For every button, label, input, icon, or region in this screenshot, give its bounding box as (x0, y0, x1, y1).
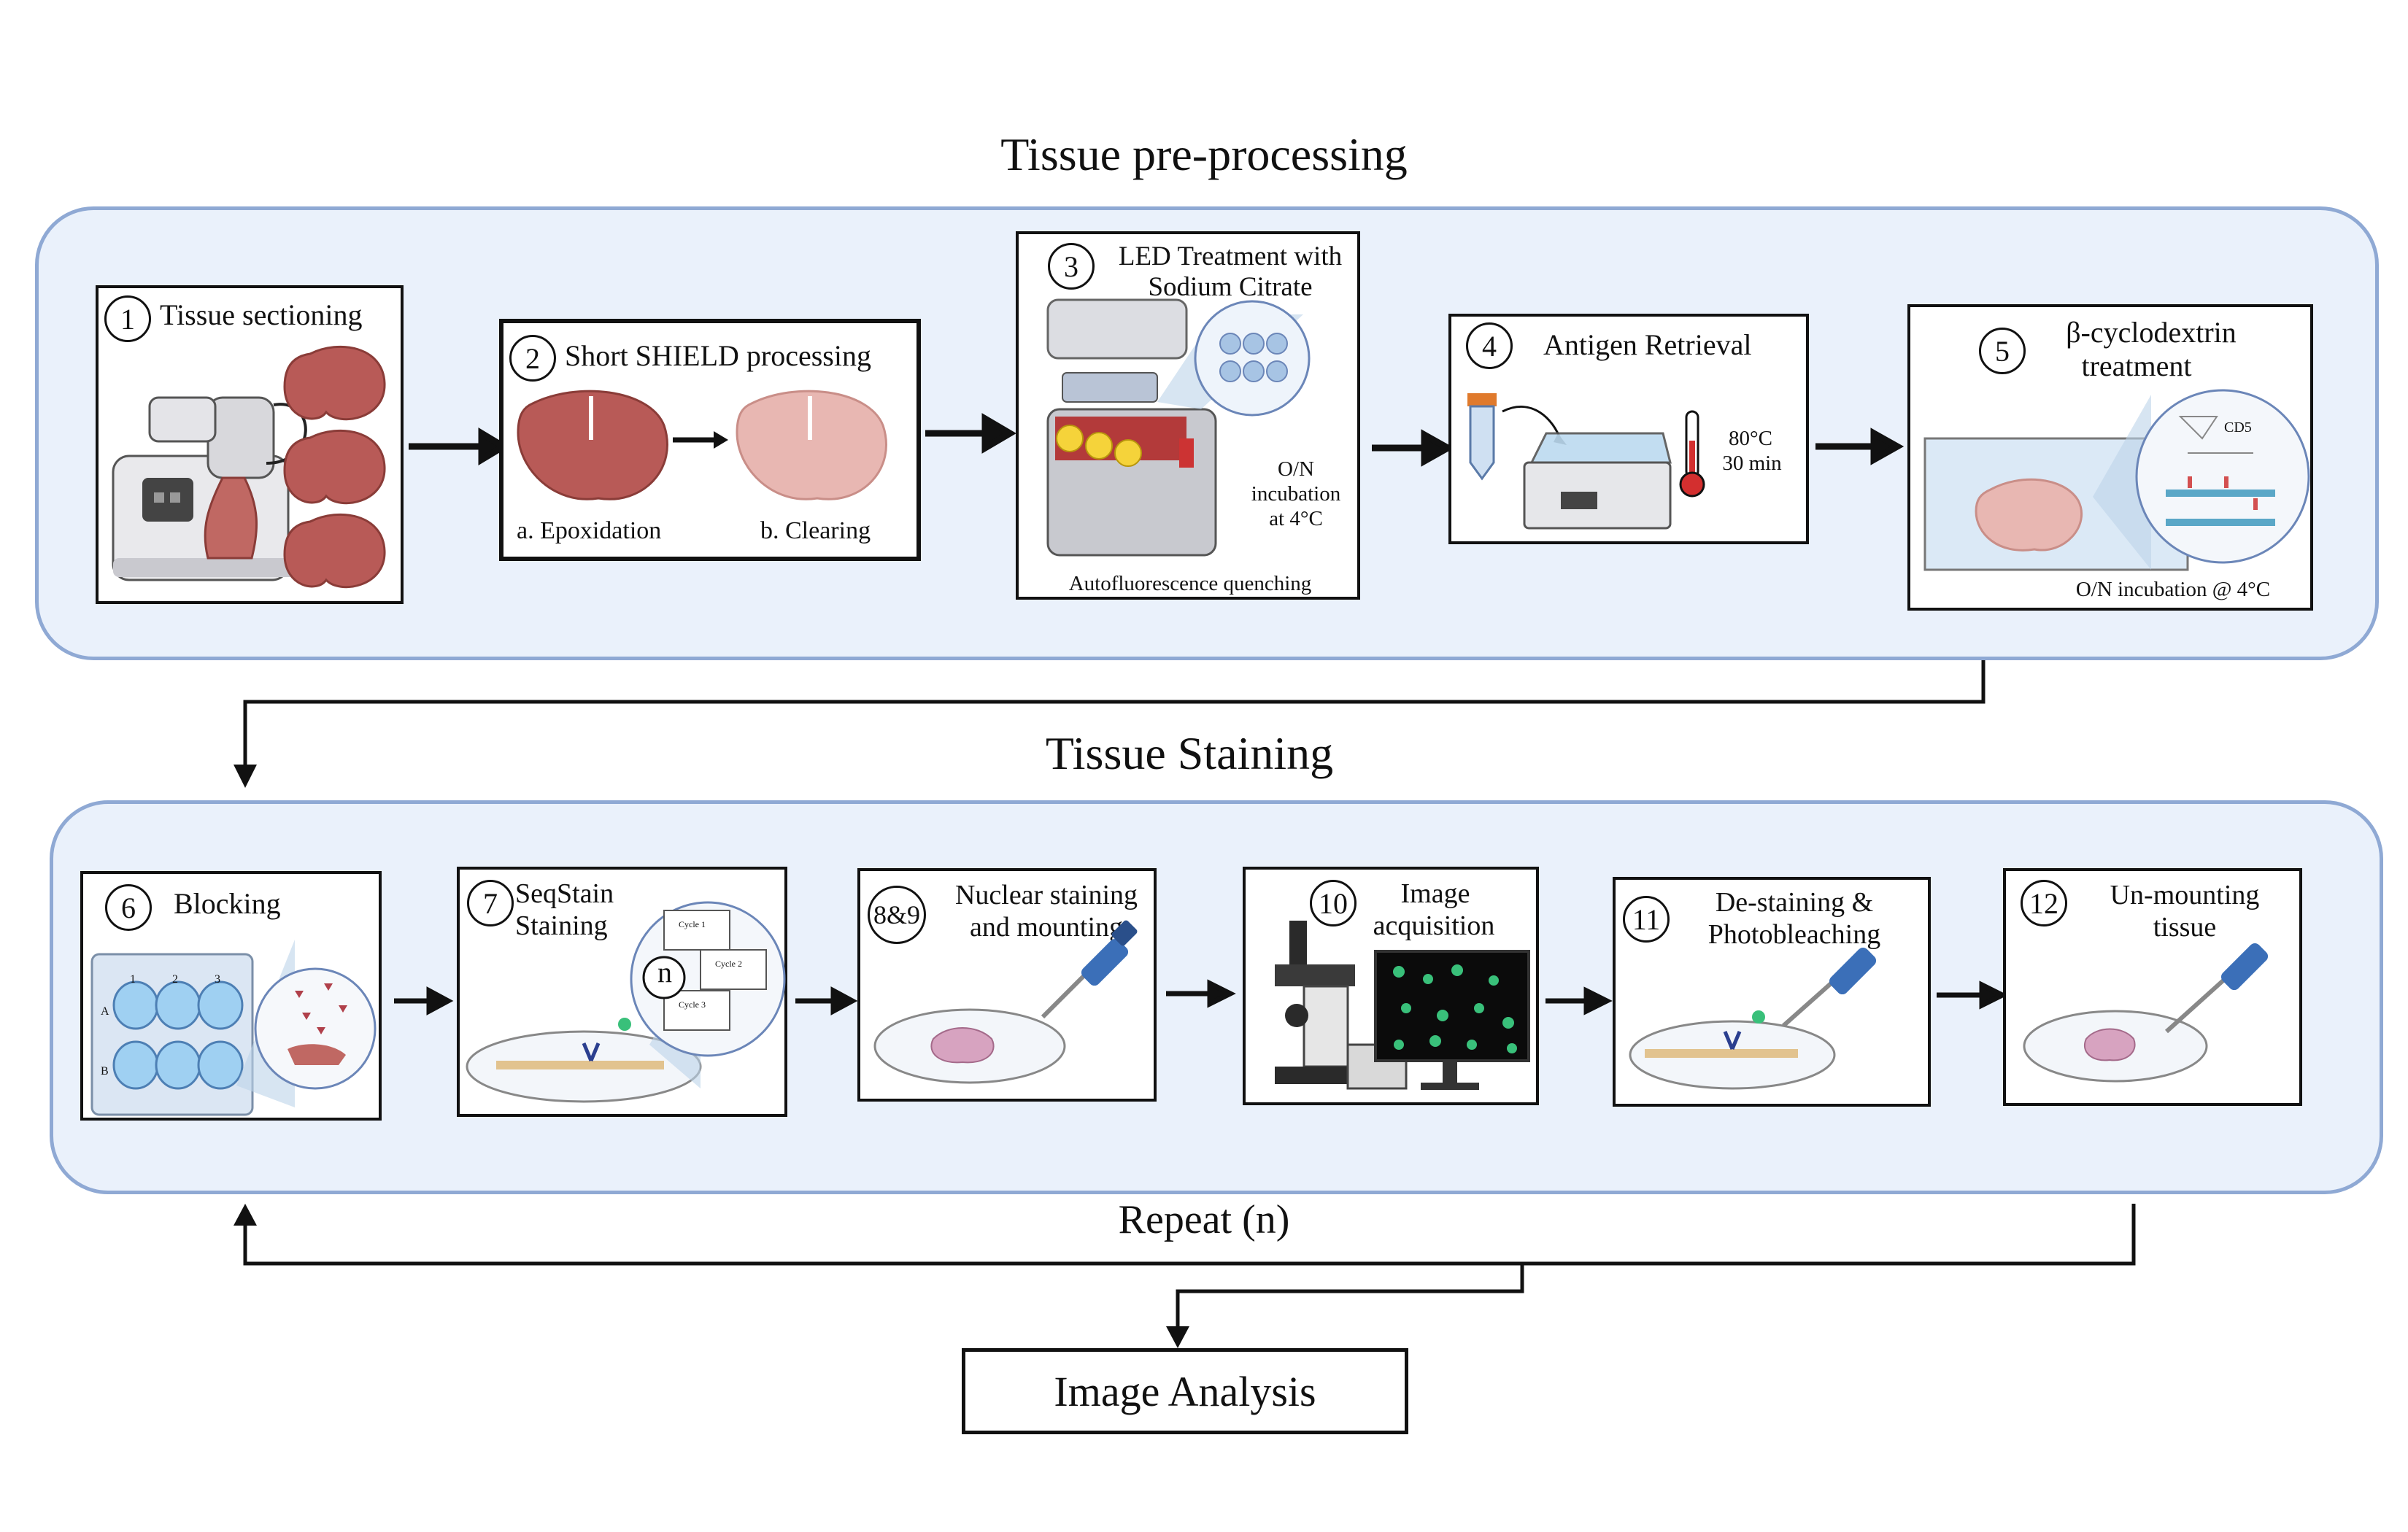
temperature-label: 80°C (1729, 427, 1772, 450)
step-number: 8&9 (868, 886, 926, 944)
step-2-shield-processing: 2 Short SHIELD processing a. Epoxidation… (499, 319, 921, 561)
autofluorescence-caption: Autofluorescence quenching (1068, 572, 1312, 595)
time-label: 30 min (1722, 452, 1782, 475)
step-5-cyclodextrin: 5 β-cyclodextrin treatment CD5 O/N incub… (1907, 304, 2313, 611)
plate-col-2: 2 (172, 973, 178, 986)
well-plate-icon (90, 940, 377, 1116)
petri-dish-icon (2023, 1010, 2208, 1083)
step-1-tissue-sectioning: 1 Tissue sectioning (96, 285, 404, 604)
image-analysis-box: Image Analysis (962, 1348, 1408, 1434)
step-11-destaining: 11 De-staining & Photobleaching (1613, 877, 1931, 1107)
step-title: Antigen Retrieval (1543, 328, 1752, 361)
arrow-icon (1937, 980, 2008, 1010)
arrow-icon (234, 1204, 257, 1226)
brain-section-icon (517, 390, 887, 500)
step-8-9-nuclear-staining: 8&9 Nuclear staining and mounting (857, 868, 1157, 1102)
step-number: 3 (1048, 243, 1095, 290)
step-title-line-1: Image (1400, 878, 1470, 909)
step-3-led-treatment: 3 LED Treatment with Sodium Citrate O/N … (1016, 231, 1360, 600)
step-6-blocking: 6 Blocking 1 2 3 A B (80, 871, 382, 1121)
petri-dish-icon (1629, 1010, 1836, 1090)
image-analysis-label: Image Analysis (1054, 1367, 1316, 1415)
cyclodextrin-zoom-icon (1923, 389, 2310, 571)
cycle-3-label: Cycle 3 (679, 999, 706, 1010)
arrow-icon (1815, 428, 1905, 465)
incubation-note-2: incubation (1251, 482, 1341, 506)
step-title-line-2: tissue (2153, 912, 2217, 943)
pipette-icon (1782, 947, 1877, 1028)
brain-section-icon (283, 345, 386, 589)
step-number: 1 (104, 295, 151, 342)
epoxidation-caption: a. Epoxidation (517, 517, 662, 544)
step-title-line-2: Sodium Citrate (1148, 272, 1313, 302)
step-12-unmounting: 12 Un-mounting tissue (2003, 868, 2302, 1106)
step-title-line-2: Photobleaching (1707, 919, 1881, 950)
microtome-icon (112, 396, 307, 581)
step-number: 7 (467, 880, 514, 926)
step-10-image-acquisition: 10 Image acquisition (1243, 867, 1539, 1105)
clearing-caption: b. Clearing (760, 517, 871, 544)
incubation-note-1: O/N (1278, 457, 1314, 481)
plate-row-b: B (101, 1065, 109, 1078)
step-number: 2 (509, 335, 556, 382)
water-bath-icon (1523, 432, 1672, 530)
staining-title: Tissue Staining (1045, 727, 1334, 779)
step-number: 10 (1310, 880, 1357, 926)
repeat-loop (243, 1204, 2136, 1328)
arrow-icon (409, 428, 510, 465)
step-title: Short SHIELD processing (565, 339, 871, 372)
cd5-label: CD5 (2224, 419, 2252, 436)
step-title-line-2: and mounting (969, 912, 1124, 943)
arrow-icon (1545, 986, 1613, 1015)
monitor-icon (1374, 950, 1530, 1090)
step-title-line-1: De-staining & (1715, 887, 1874, 918)
arrow-icon (925, 413, 1016, 454)
step-title-line-1: SeqStain (515, 878, 614, 909)
preprocessing-title: Tissue pre-processing (1000, 128, 1408, 180)
step-4-antigen-retrieval: 4 Antigen Retrieval 80°C 30 min (1448, 314, 1809, 544)
step-number: 5 (1979, 328, 2026, 374)
thermometer-icon (1679, 410, 1705, 498)
arrow-icon (795, 986, 858, 1015)
tube-icon (1467, 393, 1567, 481)
step-7-seqstain: 7 SeqStain Staining n Cycle 1 Cycle 2 Cy… (457, 867, 787, 1117)
step-number: 4 (1466, 322, 1513, 369)
step-title: Tissue sectioning (160, 298, 363, 331)
step-title: Blocking (174, 887, 281, 920)
cycle-count-n: n (657, 956, 672, 989)
petri-dish-icon (466, 901, 786, 1103)
step-number: 6 (105, 884, 152, 931)
cycle-2-label: Cycle 2 (715, 959, 742, 969)
step-title-line-1: Un-mounting (2110, 880, 2260, 910)
incubation-note-3: at 4°C (1269, 507, 1323, 530)
plate-row-a: A (101, 1005, 109, 1018)
plate-col-1: 1 (130, 973, 136, 986)
arrow-icon (1166, 979, 1236, 1008)
step-number: 12 (2021, 880, 2067, 926)
cycle-1-label: Cycle 1 (679, 919, 706, 929)
step-title-line-2: treatment (2081, 349, 2192, 382)
arrow-icon (1166, 1326, 1189, 1348)
step-title-line-1: Nuclear staining (954, 880, 1138, 910)
arrow-icon (1372, 429, 1455, 467)
step-title-line-1: β-cyclodextrin (2066, 316, 2237, 349)
arrow-icon (243, 660, 1986, 766)
pipette-icon (2164, 943, 2269, 1034)
repeat-label: Repeat (n) (1118, 1197, 1290, 1242)
light-bulb-icon (1056, 425, 1142, 467)
step-title-line-2: Staining (515, 910, 608, 941)
incubation-caption: O/N incubation @ 4°C (2075, 578, 2271, 601)
petri-dish-icon (873, 1008, 1066, 1084)
step-number: 11 (1623, 896, 1670, 943)
arrow-icon (394, 986, 454, 1015)
step-title-line-1: LED Treatment with (1118, 241, 1343, 271)
step-title-line-2: acquisition (1373, 910, 1495, 941)
arrow-icon (234, 765, 257, 788)
plate-col-3: 3 (215, 973, 220, 986)
pipette-icon (1041, 920, 1138, 1019)
